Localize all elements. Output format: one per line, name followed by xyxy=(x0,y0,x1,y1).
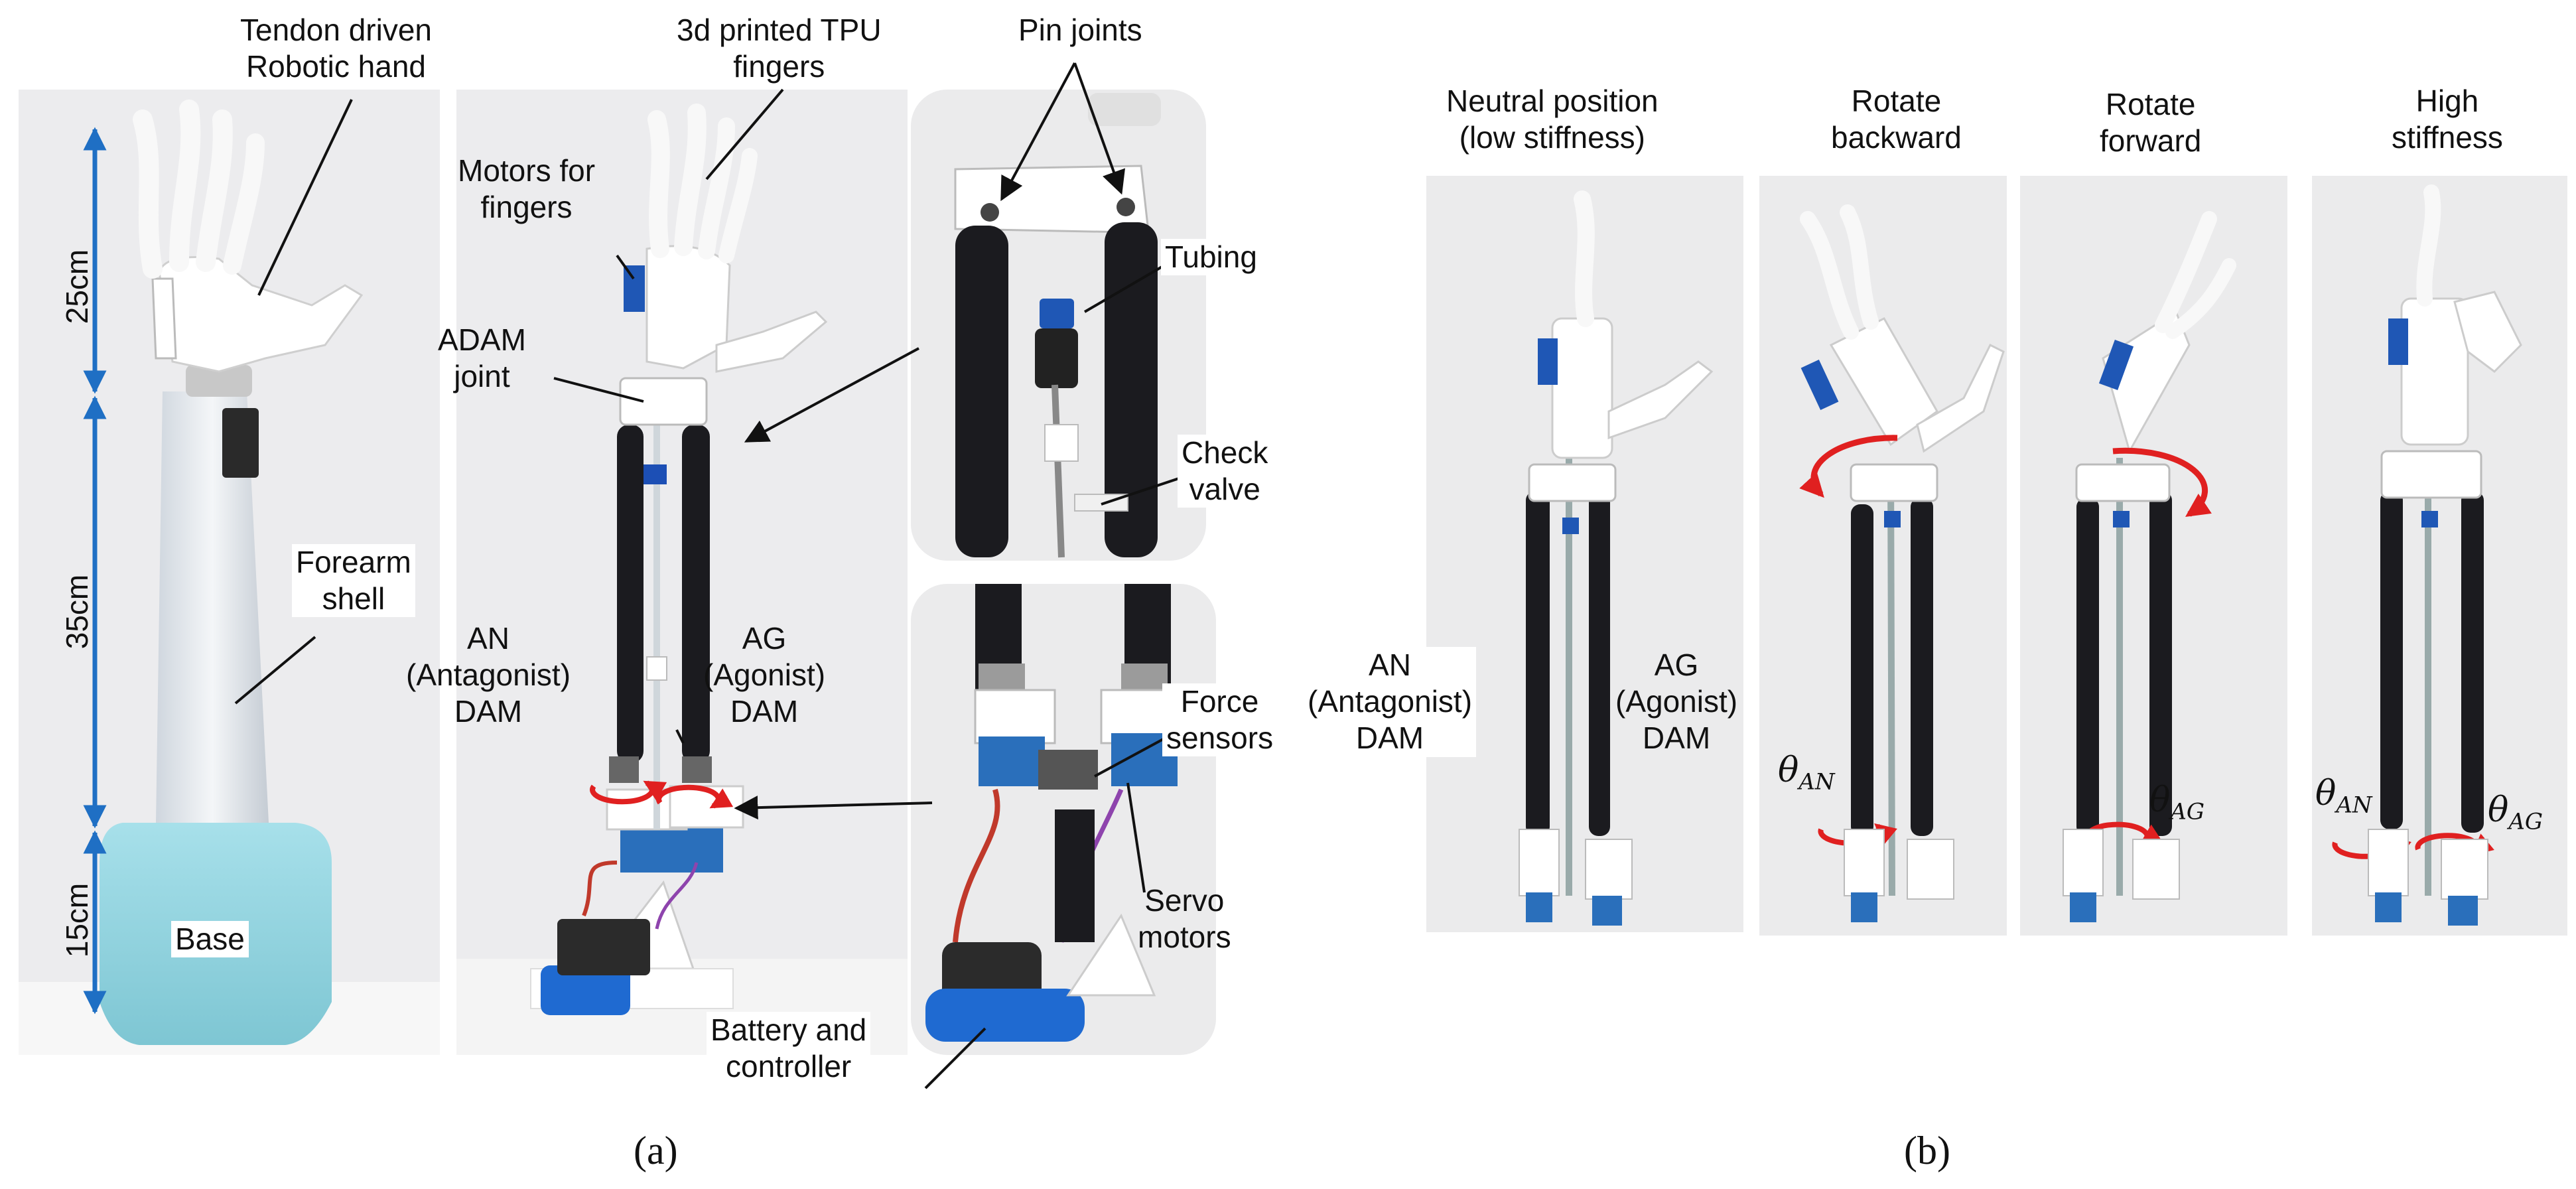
photo-rotate-forward xyxy=(2020,176,2287,936)
label-b-ag-dam: AG(Agonist)DAM xyxy=(1615,648,1738,756)
inset-pin-joints xyxy=(911,62,1206,561)
pointer-to-servos xyxy=(734,796,933,820)
rotation-arrow-backward xyxy=(1799,435,1898,498)
photo-neutral xyxy=(1426,176,1743,932)
label-base: Base xyxy=(171,921,249,958)
pointer-to-joint xyxy=(744,347,919,443)
theta-an-rotate-backward: θAN xyxy=(1778,750,1835,796)
photo-arm-internals xyxy=(456,88,908,1055)
photo-high-stiffness xyxy=(2312,176,2567,936)
dim-label-hand: 25cm xyxy=(60,249,95,324)
dim-label-base: 15cm xyxy=(60,882,95,958)
rotation-arrow-forward xyxy=(2112,447,2212,518)
battery-inset-shape xyxy=(925,989,1085,1042)
rotation-arrow-an xyxy=(590,780,667,805)
rotation-arrow-ag xyxy=(656,784,734,809)
inset-servos xyxy=(911,584,1216,1089)
column-title-neutral: Neutral position(low stiffness) xyxy=(1446,84,1659,155)
dim-label-forearm: 35cm xyxy=(60,574,95,650)
caption-b: (b) xyxy=(1904,1129,1950,1172)
label-pin-joints: Pin joints xyxy=(1018,13,1142,47)
theta-an-high-stiffness: θAN xyxy=(2315,774,2372,819)
theta-ag-high-stiffness: θAG xyxy=(2488,790,2543,835)
photo-rotate-backward xyxy=(1759,176,2007,936)
battery-shape xyxy=(541,965,630,1015)
label-ag-dam: AG(Agonist)DAM xyxy=(703,621,826,729)
label-tubing: Tubing xyxy=(1161,239,1261,276)
theta-ag-rotate-forward: θAG xyxy=(2149,780,2205,825)
label-b-an-dam: AN(Antagonist)DAM xyxy=(1304,647,1477,757)
finger-motor-shape xyxy=(624,265,645,312)
caption-a: (a) xyxy=(634,1129,678,1172)
forearm-shell-shape xyxy=(156,391,269,823)
label-an-dam: AN(Antagonist)DAM xyxy=(406,621,571,729)
